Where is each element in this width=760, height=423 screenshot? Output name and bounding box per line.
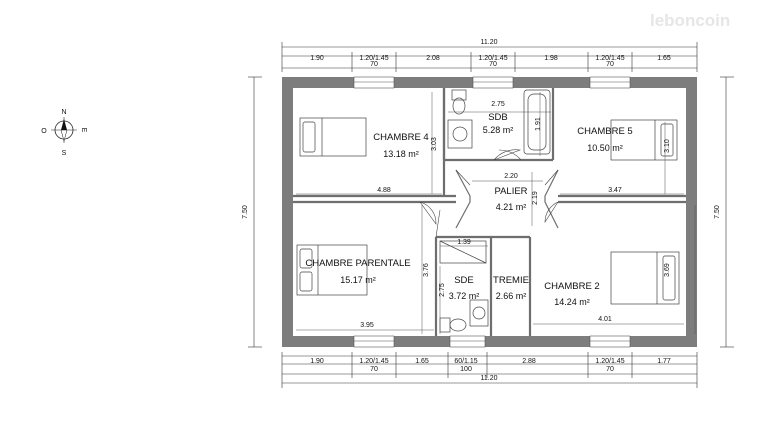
dim-ch4-depth: 3.03: [431, 137, 438, 151]
dim-top-seg-3: 2.08: [426, 55, 440, 62]
room-name-tremie: TREMIE: [493, 275, 529, 286]
dim-bottom-seg-1: 1.90: [310, 358, 324, 365]
room-name-chambre-4: CHAMBRE 4: [373, 132, 428, 143]
dim-bottom-seg-4: 60/1.15: [454, 358, 477, 365]
dim-ch2-width: 4.01: [598, 316, 612, 323]
dim-bottom-window-2: 100: [460, 366, 472, 373]
compass-east: E: [80, 128, 87, 133]
dim-bottom-window-1: 70: [370, 366, 378, 373]
dim-ch5-depth: 3.10: [664, 139, 671, 153]
inner-dimension-lines: [296, 92, 696, 334]
dim-top-window-3: 70: [606, 61, 614, 68]
watermark-logo: leboncoin: [650, 11, 730, 30]
room-area-chambre-4: 13.18 m²: [383, 149, 419, 159]
palier-walls: [455, 169, 559, 229]
bed-chambre-2: [610, 251, 680, 305]
sde-sink: [469, 299, 489, 327]
room-area-chambre-2: 14.24 m²: [554, 297, 590, 307]
dim-parentale-width: 3.95: [360, 322, 374, 329]
dim-top-seg-5: 1.98: [544, 55, 558, 62]
room-area-palier: 4.21 m²: [496, 202, 527, 212]
dim-ch2-depth: 3.69: [664, 263, 671, 277]
dim-sde-width: 1.39: [457, 239, 471, 246]
compass-icon: N S E O: [41, 109, 87, 157]
dim-parentale-depth: 3.76: [423, 263, 430, 277]
dim-sde-depth: 2.75: [439, 283, 446, 297]
compass-north: N: [61, 109, 66, 116]
room-name-chambre-2: CHAMBRE 2: [544, 281, 599, 292]
room-name-palier: PALIER: [494, 186, 527, 197]
dim-bottom-seg-6: 1.20/1.45: [595, 358, 624, 365]
dim-ch5-width: 3.47: [608, 187, 622, 194]
bottom-dimension-chain: [281, 352, 698, 388]
side-dimension-lines: [248, 76, 734, 348]
sdb-sink: [447, 119, 473, 149]
room-area-sde: 3.72 m²: [449, 291, 480, 301]
dim-bottom-seg-3: 1.65: [415, 358, 429, 365]
dim-bottom-seg-2: 1.20/1.45: [359, 358, 388, 365]
dim-total-height-right: 7.50: [714, 205, 721, 219]
compass-west: O: [41, 128, 47, 135]
dim-bottom-seg-5: 2.88: [522, 358, 536, 365]
window-lines: [354, 81, 630, 342]
room-area-chambre-parentale: 15.17 m²: [340, 275, 376, 285]
bed-chambre-4: [299, 117, 367, 157]
room-name-sdb: SDB: [488, 112, 508, 123]
sde-shower: [439, 240, 487, 264]
dim-sdb-tub: 1.91: [535, 117, 542, 131]
door-swings: [419, 149, 559, 238]
dim-palier-depth: 2.19: [532, 191, 539, 205]
dim-top-seg-1: 1.90: [310, 55, 324, 62]
compass-south: S: [62, 150, 67, 157]
dim-total-width-bottom: 11.20: [481, 375, 498, 382]
dim-total-width-top: 11.20: [481, 39, 498, 46]
dim-sdb-width: 2.75: [491, 101, 505, 108]
dim-top-seg-4: 1.20/1.45: [478, 55, 507, 62]
dim-top-seg-7: 1.65: [657, 55, 671, 62]
sdb-toilet: [451, 89, 467, 115]
room-name-chambre-5: CHAMBRE 5: [577, 126, 632, 137]
dim-total-height-left: 7.50: [242, 205, 249, 219]
dim-bottom-window-3: 70: [606, 366, 614, 373]
dim-ch4-width: 4.88: [377, 187, 391, 194]
dim-top-seg-2: 1.20/1.45: [359, 55, 388, 62]
dim-top-window-1: 70: [370, 61, 378, 68]
bed-chambre-parentale: [296, 244, 368, 296]
interior-walls: [293, 88, 686, 336]
bathtub: [523, 89, 551, 155]
dim-palier-width: 2.20: [504, 173, 518, 180]
room-area-chambre-5: 10.50 m²: [587, 143, 623, 153]
dim-bottom-seg-7: 1.77: [657, 358, 671, 365]
bed-chambre-5: [610, 119, 678, 161]
dim-top-seg-6: 1.20/1.45: [595, 55, 624, 62]
dim-top-window-2: 70: [489, 61, 497, 68]
top-dimension-chain: [281, 42, 698, 72]
room-name-chambre-parentale: CHAMBRE PARENTALE: [305, 258, 410, 269]
room-name-sde: SDE: [454, 275, 474, 286]
room-area-sdb: 5.28 m²: [483, 125, 514, 135]
room-area-tremie: 2.66 m²: [496, 291, 527, 301]
